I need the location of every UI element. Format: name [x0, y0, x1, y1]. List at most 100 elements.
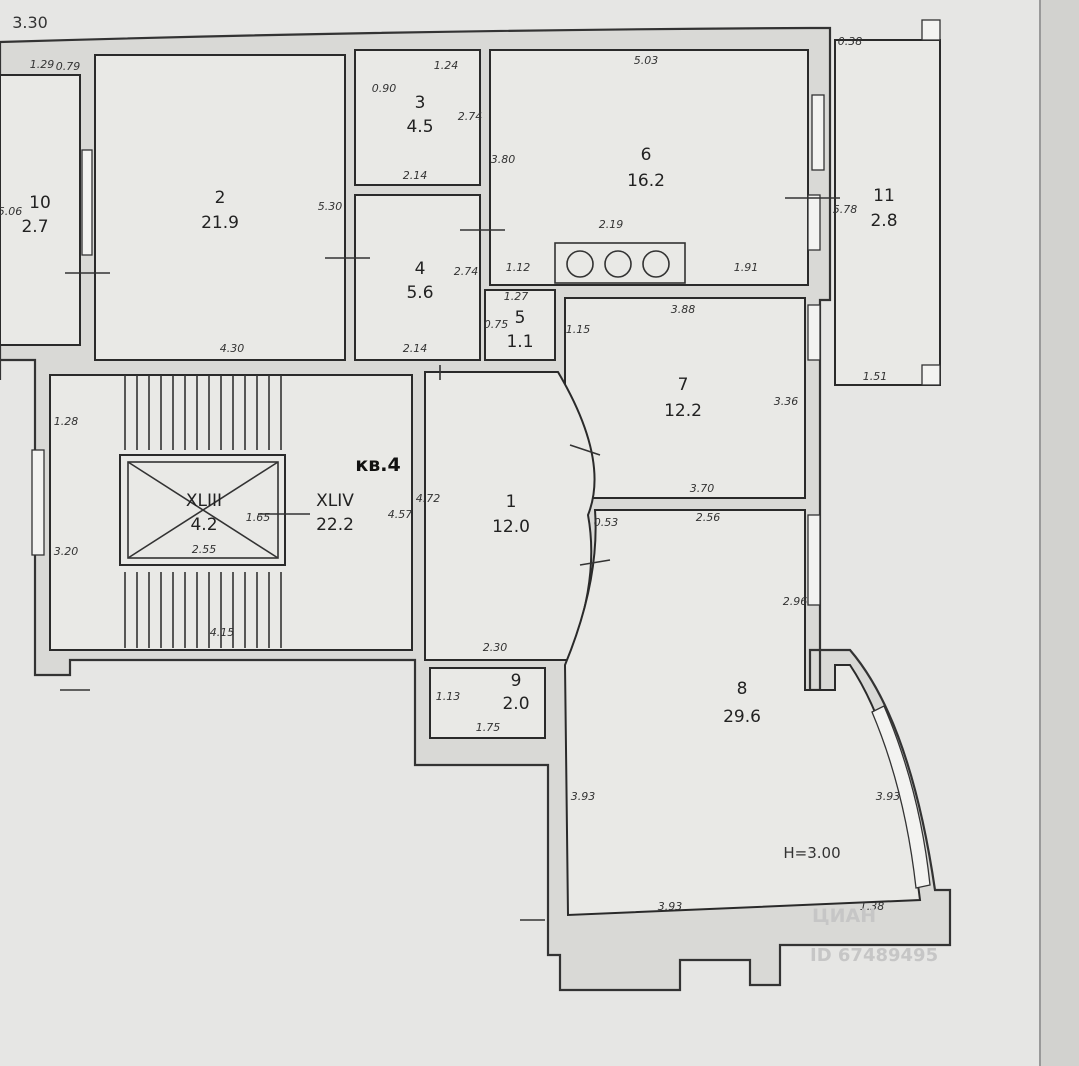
room-area: 5.6: [406, 283, 433, 303]
dimension: 3.88: [671, 303, 696, 316]
dimension: 0.53: [594, 516, 619, 529]
dimension: 1.13: [436, 690, 461, 703]
room-4: [354, 194, 481, 361]
top-left-mark: 3.30: [12, 13, 48, 32]
room-number: 10: [29, 193, 51, 213]
dimension: 2.14: [403, 169, 428, 182]
room-area: 29.6: [723, 707, 761, 727]
dimension: 2.74: [454, 265, 479, 278]
room-2: [94, 54, 346, 361]
apartment-label: кв.4: [355, 454, 400, 476]
dimension: 2.14: [403, 342, 428, 355]
dimension: 4.30: [220, 342, 245, 355]
room-number: 7: [678, 375, 689, 395]
watermark-id: ID 67489495: [810, 945, 938, 966]
dimension: 5.78: [833, 203, 858, 216]
elevator-cross-2: [127, 461, 279, 559]
dimension: 0.90: [372, 82, 397, 95]
paper-edge: [1040, 0, 1079, 1066]
window: [921, 19, 941, 41]
room-number: XLIV: [316, 491, 354, 511]
watermark-brand: ЦИАН: [812, 905, 876, 927]
window: [81, 149, 93, 256]
dimension: 5.06: [0, 205, 22, 218]
dimension: 1.28: [54, 415, 79, 428]
dimension: 2.30: [483, 641, 508, 654]
room-10: [0, 74, 81, 346]
room-number: 3: [415, 93, 426, 113]
room-1: [424, 371, 596, 661]
room-number: 5: [515, 308, 526, 328]
dimension: 1.38: [860, 900, 885, 913]
room-number: 8: [737, 679, 748, 699]
dimension: 2.74: [458, 110, 483, 123]
dimension: 3.36: [774, 395, 799, 408]
dimension: 1.15: [566, 323, 591, 336]
dimension: 1.24: [434, 59, 459, 72]
room-number: 6: [641, 145, 652, 165]
stairs-lower: [124, 572, 282, 648]
room-area: 4.5: [406, 117, 433, 137]
room-number: 4: [415, 259, 426, 279]
dimension: 3.93: [571, 790, 596, 803]
ceiling-height: H=3.00: [783, 844, 840, 862]
dimension: 2.19: [599, 218, 624, 231]
dimension: 0.79: [56, 60, 81, 73]
room-3: [354, 49, 481, 186]
dimension: 2.55: [192, 543, 217, 556]
room-number: XLIII: [186, 491, 222, 511]
dimension: 3.20: [54, 545, 79, 558]
dimension: 4.57: [388, 508, 413, 521]
room-area: 16.2: [627, 171, 665, 191]
elevator-inner: [127, 461, 279, 559]
window-bay: [871, 705, 931, 889]
room-number: 9: [511, 671, 522, 691]
dimension: 4.15: [210, 626, 235, 639]
stairs-upper: [124, 375, 282, 450]
window: [807, 194, 821, 251]
window: [921, 364, 941, 386]
dimension: 3.80: [491, 153, 516, 166]
room-area: 2.0: [502, 694, 529, 714]
dimension: 5.30: [318, 200, 343, 213]
dimension: 3.93: [876, 790, 901, 803]
dimension: 1.91: [734, 261, 759, 274]
window: [807, 514, 821, 606]
dimension: 1.29: [30, 58, 55, 71]
room-area: 2.8: [870, 211, 897, 231]
room-9: [429, 667, 546, 739]
room-number: 2: [215, 188, 226, 208]
door-marks: [60, 197, 840, 921]
room-area: 2.7: [21, 217, 48, 237]
room-number: 11: [873, 186, 895, 206]
window: [811, 94, 825, 171]
room-7: [564, 297, 806, 499]
dimension: 5.03: [634, 54, 659, 67]
window: [31, 449, 45, 556]
window: [807, 304, 821, 361]
dimension: 0.38: [838, 35, 863, 48]
dimension: 2.96: [783, 595, 808, 608]
room-area: 1.1: [506, 332, 533, 352]
burner-icon: [604, 250, 632, 278]
dimension: 2.56: [696, 511, 721, 524]
room-area: 22.2: [316, 515, 354, 535]
burner-icon: [566, 250, 594, 278]
burner-icon: [642, 250, 670, 278]
dimension: 3.70: [690, 482, 715, 495]
dimension: 1.65: [246, 511, 271, 524]
dimension: 1.51: [863, 370, 888, 383]
dimension: 1.27: [504, 290, 529, 303]
room-6: [489, 49, 809, 286]
room-area: 4.2: [190, 515, 217, 535]
dimension: 1.12: [506, 261, 531, 274]
room-11: [834, 39, 941, 386]
room-number: 1: [506, 492, 517, 512]
room-area: 21.9: [201, 213, 239, 233]
room-area: 12.2: [664, 401, 702, 421]
dimension: 0.75: [484, 318, 509, 331]
dimension: 1.75: [476, 721, 501, 734]
dimension: 4.72: [416, 492, 441, 505]
room-area: 12.0: [492, 517, 530, 537]
